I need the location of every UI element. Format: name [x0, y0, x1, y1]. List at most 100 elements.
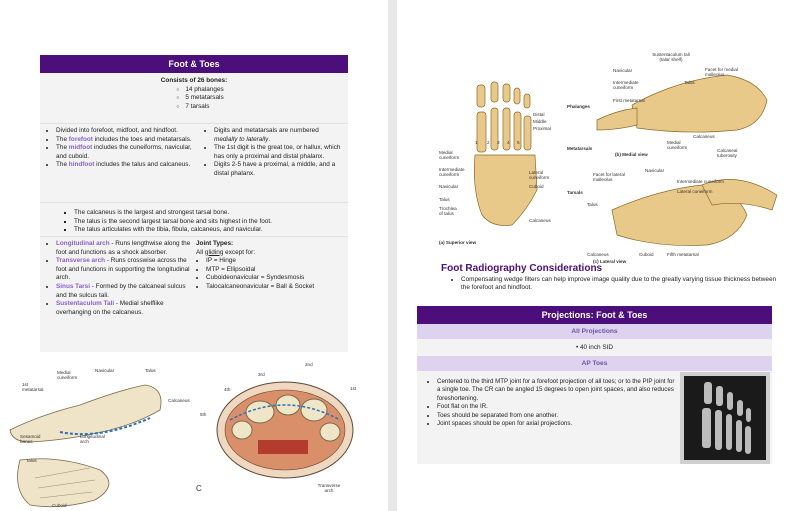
label-first-metatarsal-b: First metatarsal — [613, 98, 645, 103]
label-lateral-cuneiform-r: Lateral cuneiform — [529, 170, 550, 180]
label-sustentaculum: Sustentaculum tali (talar shelf) — [652, 52, 690, 62]
joint-types-intro: All gliding except for: — [196, 248, 255, 256]
foot-bones-illustration — [473, 74, 778, 246]
label-medial-view: (b) Medial view — [615, 152, 648, 157]
label-lateral-view: (c) Lateral view — [593, 259, 627, 264]
radiography-title: Foot Radiography Considerations — [441, 263, 603, 274]
label-first-metatarsal: 1st metatarsal — [22, 382, 44, 392]
label-digit: 2 — [487, 140, 490, 145]
label-distal: Distal — [533, 112, 545, 117]
bones-item: 14 phalanges — [176, 86, 223, 95]
arches-column: Longitudinal arch - Runs lengthwise alon… — [46, 240, 196, 317]
section-title: Foot & Toes — [40, 55, 348, 73]
tarsal-facts-box: The calcaneus is the largest and stronge… — [40, 202, 348, 236]
label-digit: 1 — [475, 140, 478, 145]
label-navicular-b: Navicular — [613, 68, 633, 73]
term-forefoot: forefoot — [68, 135, 93, 143]
label-superior-view: (a) Superior view — [439, 240, 477, 245]
label-cuboid: Cuboid — [52, 503, 67, 508]
joint-type-item: MTP = Ellipsoidal — [206, 266, 346, 275]
radiography-item: Compensating wedge filters can help impr… — [461, 276, 783, 293]
foot-medial-illustration — [9, 384, 162, 508]
label-talus-c: Talus — [587, 202, 598, 207]
ap-toes-item: Toes should be separated from one anothe… — [437, 412, 677, 420]
all-projections-heading: All Projections — [417, 324, 772, 339]
left-page: Foot & Toes Consists of 26 bones: 14 pha… — [0, 0, 388, 511]
label-cuboid-r: Cuboid — [529, 184, 544, 189]
label-facet-lateral: Facet for lateral malleolus — [593, 172, 625, 182]
label-talus-lower: Talus — [26, 458, 37, 463]
ap-toes-item: Joint spaces should be open for axial pr… — [437, 420, 677, 428]
projections-title: Projections: Foot & Toes — [417, 306, 772, 324]
label-medial-cuneiform-r: Medial cuneiform — [439, 150, 460, 160]
label-longitudinal-arch: Longitudinal arch — [80, 434, 105, 444]
right-page: Distal Middle Proximal Phalanges Metatar… — [397, 0, 794, 511]
divisions-column: Divided into forefoot, midfoot, and hind… — [46, 127, 196, 170]
foot-cross-section-illustration — [216, 381, 354, 479]
label-navicular-r: Navicular — [439, 184, 459, 189]
joint-type-item: Talocalcaneonavicular = Ball & Socket — [206, 283, 346, 292]
label-navicular: Navicular — [95, 368, 115, 373]
term-midfoot: midfoot — [68, 144, 93, 152]
divisions-box: Divided into forefoot, midfoot, and hind… — [40, 123, 348, 202]
bones-summary: Consists of 26 bones: 14 phalanges 5 met… — [40, 73, 348, 123]
term-hindfoot: hindfoot — [68, 161, 95, 169]
panel-letter: C — [196, 484, 202, 493]
bones-item: 7 tarsals — [176, 103, 223, 112]
joint-types-heading: Joint Types: — [196, 240, 234, 247]
label-medial-cuneiform: Medial cuneiform — [57, 370, 78, 380]
label-navicular-c: Navicular — [645, 168, 665, 173]
label-calcaneus-c: Calcaneus — [587, 252, 609, 257]
label-talus: Talus — [145, 368, 156, 373]
arch-item: Transverse arch - Runs crosswise across … — [56, 257, 196, 283]
label-lateral-cuneiform-c: Lateral cuneiform — [677, 189, 713, 194]
tarsal-fact: The talus is the second largest tarsal b… — [74, 218, 348, 227]
label-tarsals: Tarsals — [567, 190, 583, 195]
label-4th: 4th — [224, 387, 231, 392]
division-item: Divided into forefoot, midfoot, and hind… — [56, 127, 196, 136]
page-gap — [388, 0, 397, 511]
division-item: The hindfoot includes the talus and calc… — [56, 161, 196, 170]
label-digit: 5 — [517, 140, 520, 145]
joint-types-column: Joint Types: All gliding except for: IP … — [196, 240, 346, 292]
label-calcaneus-r: Calcaneus — [529, 218, 551, 223]
digits-column: Digits and metatarsals are numbered medi… — [204, 127, 344, 179]
label-metatarsals: Metatarsals — [567, 146, 593, 151]
label-medial-cuneiform-b: Medial cuneiform — [667, 140, 688, 150]
radiography-text: Compensating wedge filters can help impr… — [453, 276, 783, 293]
tarsal-fact: The talus articulates with the tibia, fi… — [74, 226, 348, 235]
label-phalanges: Phalanges — [567, 104, 590, 109]
label-3rd: 3rd — [258, 372, 265, 377]
bones-list: 14 phalanges 5 metatarsals 7 tarsals — [176, 86, 223, 112]
ap-toes-heading: AP Toes — [417, 356, 772, 371]
digits-item: Digits 2-5 have a proximal, a middle, an… — [214, 161, 344, 178]
label-2nd: 2nd — [305, 362, 313, 367]
label-fifth-metatarsal: Fifth metatarsal — [667, 252, 699, 257]
joint-type-item: IP = Hinge — [206, 257, 346, 266]
bones-heading: Consists of 26 bones: — [160, 77, 228, 84]
label-facet-medial: Facet for medial malleolus — [705, 67, 738, 77]
digits-item: Digits and metatarsals are numbered medi… — [214, 127, 344, 144]
tarsal-fact: The calcaneus is the largest and stronge… — [74, 209, 348, 218]
label-intermediate-cuneiform-r: Intermediate cuneiform — [439, 167, 465, 177]
label-calcaneus-b: Calcaneus — [693, 134, 715, 139]
projections-box: Projections: Foot & Toes All Projections… — [417, 306, 772, 464]
label-5th: 5th — [200, 412, 207, 417]
label-calcaneus: Calcaneus — [168, 398, 190, 403]
label-proximal: Proximal — [533, 126, 551, 131]
division-item: The midfoot includes the cuneiforms, nav… — [56, 144, 196, 161]
bones-item: 5 metatarsals — [176, 94, 223, 103]
label-middle: Middle — [533, 119, 547, 124]
division-item: The forefoot includes the toes and metat… — [56, 136, 196, 145]
joint-type-item: Cuboideonavicular = Syndesmosis — [206, 274, 346, 283]
label-trochlea: Trochlea of talus — [439, 206, 457, 216]
label-intermediate-cuneiform-b: Intermediate cuneiform — [613, 80, 639, 90]
label-sesamoid: Sesamoid bones — [20, 434, 41, 444]
ap-toes-list: Centered to the third MTP joint for a fo… — [427, 378, 677, 428]
label-1st: 1st — [350, 386, 357, 391]
arch-item: Longitudinal arch - Runs lengthwise alon… — [56, 240, 196, 257]
xray-image — [680, 372, 770, 464]
label-calcaneal-tuberosity: Calcaneal tuberosity — [717, 148, 738, 158]
arch-item: Sustentaculum Tali - Medial shelflike ov… — [56, 300, 196, 317]
arches-joints-box: Longitudinal arch - Runs lengthwise alon… — [40, 236, 348, 352]
